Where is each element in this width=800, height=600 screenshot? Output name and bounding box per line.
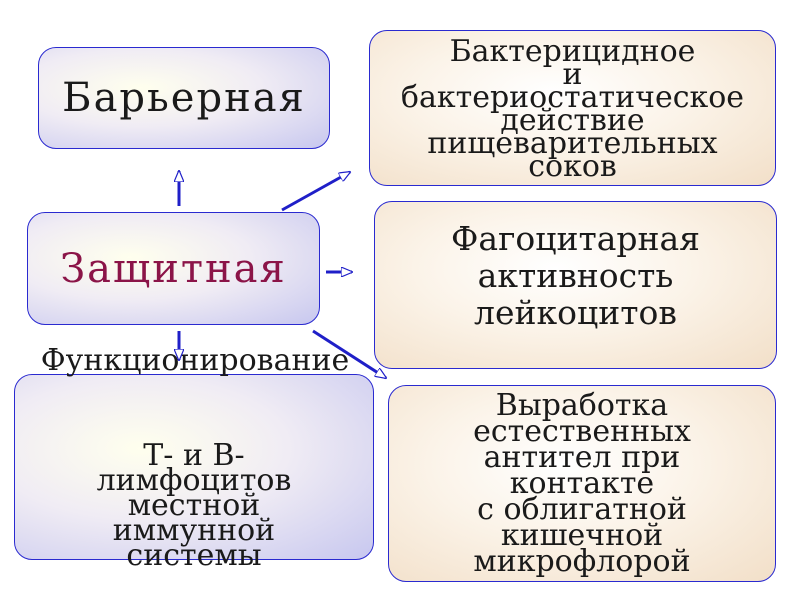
lymphocyte-box: Т- и В- лимфоцитов местной иммунной сист… bbox=[14, 374, 374, 571]
phagocytic-line: лейкоцитов bbox=[474, 292, 677, 332]
lymphocyte-line: иммунной bbox=[112, 513, 276, 548]
antibody-line: Выработка bbox=[495, 387, 669, 423]
protective-label: Защитная bbox=[60, 245, 287, 292]
phagocytic-box: Фагоцитарная активность лейкоцитов bbox=[374, 201, 777, 369]
arrow-to-antibody bbox=[312, 329, 386, 378]
lymphocyte-line: Т- и В- bbox=[143, 438, 245, 473]
antibody-text: Выработка естественных антител при конта… bbox=[473, 387, 691, 579]
lymphocyte-line: местной bbox=[127, 488, 261, 523]
bactericidal-line: бактериостатическое bbox=[400, 80, 745, 115]
bactericidal-line: соков bbox=[528, 149, 617, 184]
phagocytic-line: активность bbox=[477, 255, 674, 295]
phagocytic-line: Фагоцитарная bbox=[451, 218, 700, 258]
functioning-title: Функционирование bbox=[40, 343, 350, 378]
antibody-line: естественных bbox=[473, 413, 691, 449]
barrier-label: Барьерная bbox=[62, 75, 306, 121]
barrier-box: Барьерная bbox=[38, 47, 330, 149]
antibody-box: Выработка естественных антител при конта… bbox=[388, 385, 776, 582]
lymphocyte-line: системы bbox=[126, 538, 262, 573]
bactericidal-line: действие bbox=[500, 103, 645, 138]
lymphocyte-line: лимфоцитов bbox=[96, 463, 292, 498]
antibody-line: кишечной bbox=[500, 517, 664, 553]
bactericidal-text: Бактерицидное и бактериостатическое дейс… bbox=[400, 34, 745, 184]
antibody-line: микрофлорой bbox=[473, 543, 691, 579]
antibody-line: контакте bbox=[509, 465, 655, 501]
protective-box: Защитная bbox=[27, 212, 320, 325]
phagocytic-text: Фагоцитарная активность лейкоцитов bbox=[451, 220, 700, 331]
lymphocyte-text: Т- и В- лимфоцитов местной иммунной сист… bbox=[96, 438, 292, 573]
bactericidal-line: Бактерицидное bbox=[449, 34, 696, 69]
bactericidal-line: и bbox=[562, 57, 583, 92]
arrow-to-bactericidal bbox=[281, 170, 350, 212]
antibody-line: с облигатной bbox=[477, 491, 687, 527]
bactericidal-line: пищеварительных bbox=[427, 126, 718, 161]
antibody-line: антител при bbox=[483, 439, 681, 475]
bactericidal-box: Бактерицидное и бактериостатическое дейс… bbox=[369, 30, 776, 186]
